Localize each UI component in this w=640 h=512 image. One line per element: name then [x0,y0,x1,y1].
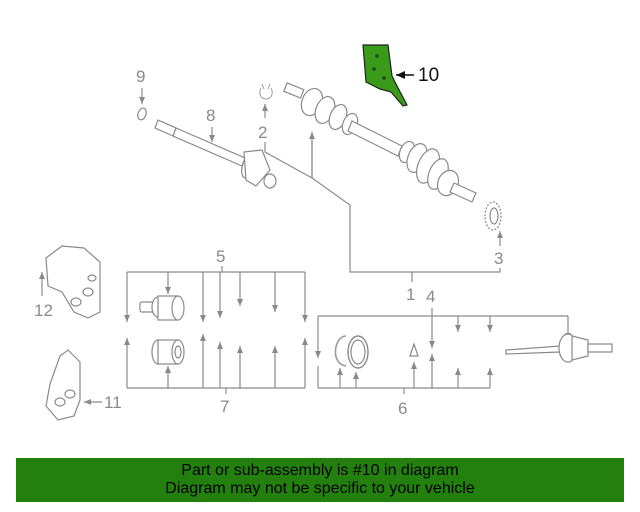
leader-2b [264,142,313,179]
leader-5-bracket [124,266,308,322]
part-11-bracket[interactable] [45,349,81,421]
leader-6-bracket [317,354,493,394]
part-2-snap-ring[interactable] [259,83,273,100]
part-8-intermediate-shaft[interactable] [154,119,277,189]
callout-9[interactable]: 9 [136,67,145,86]
part-7-bearing[interactable] [151,339,185,365]
callout-5[interactable]: 5 [216,247,225,266]
callout-3[interactable]: 3 [494,249,503,268]
callout-10[interactable]: 10 [418,65,439,86]
parts-diagram: 10 3 1 2 [34,44,613,421]
part-4-seal-rings[interactable] [334,335,419,369]
callout-7[interactable]: 7 [220,397,229,416]
banner-line-1: Part or sub-assembly is #10 in diagram [181,462,459,479]
callout-11[interactable]: 11 [104,393,122,412]
part-1-drive-shaft[interactable] [283,82,477,203]
info-banner: Part or sub-assembly is #10 in diagram D… [16,458,624,502]
callout-12[interactable]: 12 [34,301,53,320]
banner-line-2: Diagram may not be specific to your vehi… [165,480,475,497]
part-12-bracket[interactable] [45,245,101,319]
callout-1[interactable]: 1 [406,285,415,304]
part-9-clip[interactable] [136,107,148,121]
part-10-bracket[interactable] [362,44,408,107]
callout-4[interactable]: 4 [426,287,435,306]
callout-8[interactable]: 8 [206,106,215,125]
part-5-bearing[interactable] [139,295,185,321]
part-4-axle-shaft[interactable] [505,333,613,363]
part-3-tone-ring[interactable] [484,201,502,231]
callout-2[interactable]: 2 [258,123,267,142]
leader-7-bracket [124,334,308,394]
callout-6[interactable]: 6 [398,399,407,418]
